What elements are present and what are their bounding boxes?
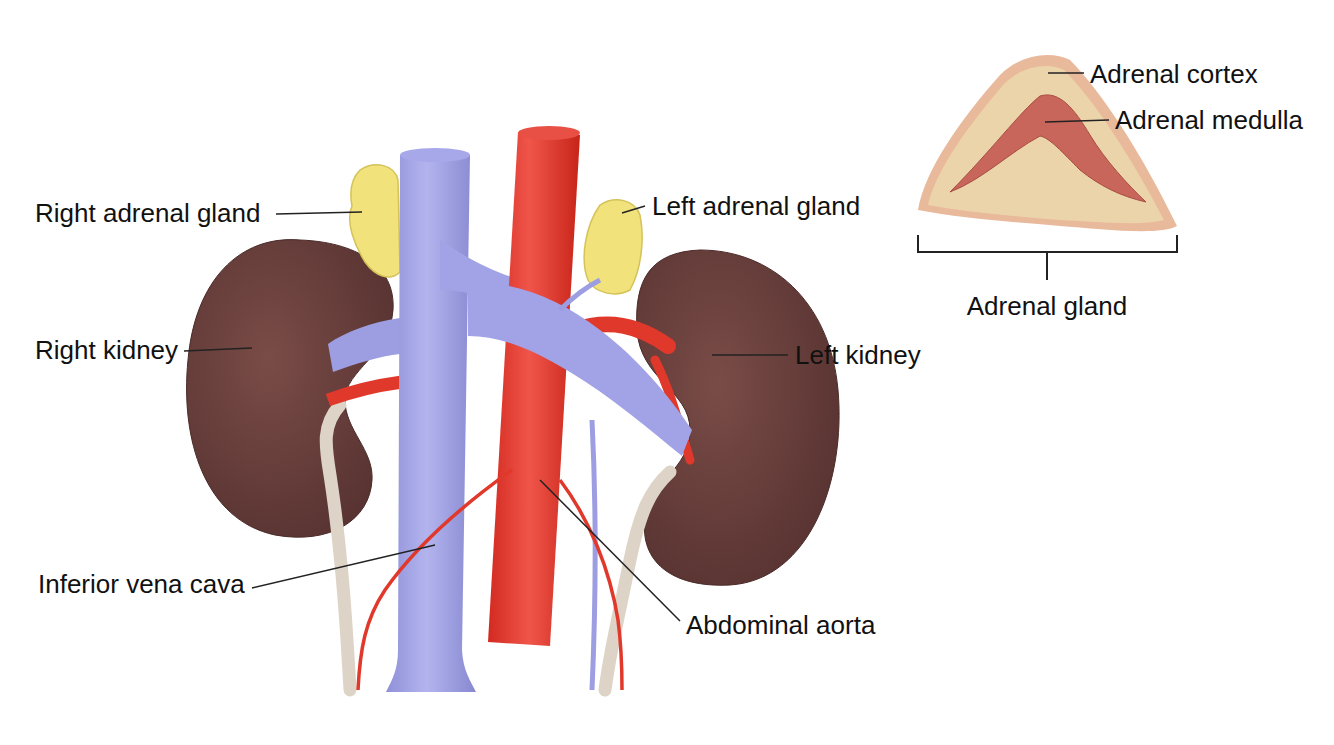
part-label-box: Right adrenal gland — [35, 198, 261, 228]
part-label: Adrenal medulla — [1115, 105, 1303, 135]
leader-line — [1045, 120, 1109, 122]
part-label-box: Inferior vena cava — [38, 569, 245, 599]
part-label-box: Left adrenal gland — [652, 191, 860, 221]
gonadal-artery — [560, 480, 622, 690]
part-label: Left kidney — [795, 340, 921, 370]
vessel-end — [518, 126, 580, 140]
leader-line — [184, 348, 252, 351]
adrenal-cortex-region — [928, 66, 1164, 223]
leader-line — [712, 354, 788, 356]
leader-line — [540, 480, 680, 621]
leader-line — [276, 212, 362, 214]
left-renal-vein — [468, 282, 692, 456]
part-label: Inferior vena cava — [38, 569, 245, 599]
left-adrenal-gland — [584, 200, 642, 294]
part-label-box: Adrenal gland — [967, 291, 1127, 321]
leader-line — [1048, 72, 1084, 74]
part-label: Right kidney — [35, 335, 178, 365]
right-renal-artery — [328, 382, 402, 400]
adrenal-vein — [560, 280, 600, 310]
vessel-end — [400, 148, 470, 162]
part-label: Abdominal aorta — [686, 610, 875, 640]
leader-line — [622, 206, 645, 213]
part-label: Right adrenal gland — [35, 198, 261, 228]
part-label: Adrenal gland — [967, 291, 1127, 321]
part-label: Adrenal cortex — [1090, 59, 1258, 89]
part-label-box: Abdominal aorta — [686, 610, 875, 640]
right-adrenal-gland — [350, 165, 400, 277]
part-label-box: Left kidney — [795, 340, 921, 370]
part-label-box: Adrenal cortex — [1090, 59, 1258, 89]
part-label: Left adrenal gland — [652, 191, 860, 221]
gonadal-artery — [358, 470, 512, 690]
part-label-box: Adrenal medulla — [1115, 105, 1303, 135]
bracket — [918, 235, 1177, 280]
leader-lines — [184, 73, 1109, 621]
abdominal-aorta — [488, 132, 580, 646]
leader-line — [252, 545, 435, 588]
inferior-vena-cava — [386, 155, 476, 692]
right-renal-vein — [328, 318, 400, 372]
part-label-box: Right kidney — [35, 335, 178, 365]
left-ureter — [605, 472, 670, 690]
right-ureter — [326, 405, 350, 690]
gonadal-vein — [592, 420, 595, 690]
